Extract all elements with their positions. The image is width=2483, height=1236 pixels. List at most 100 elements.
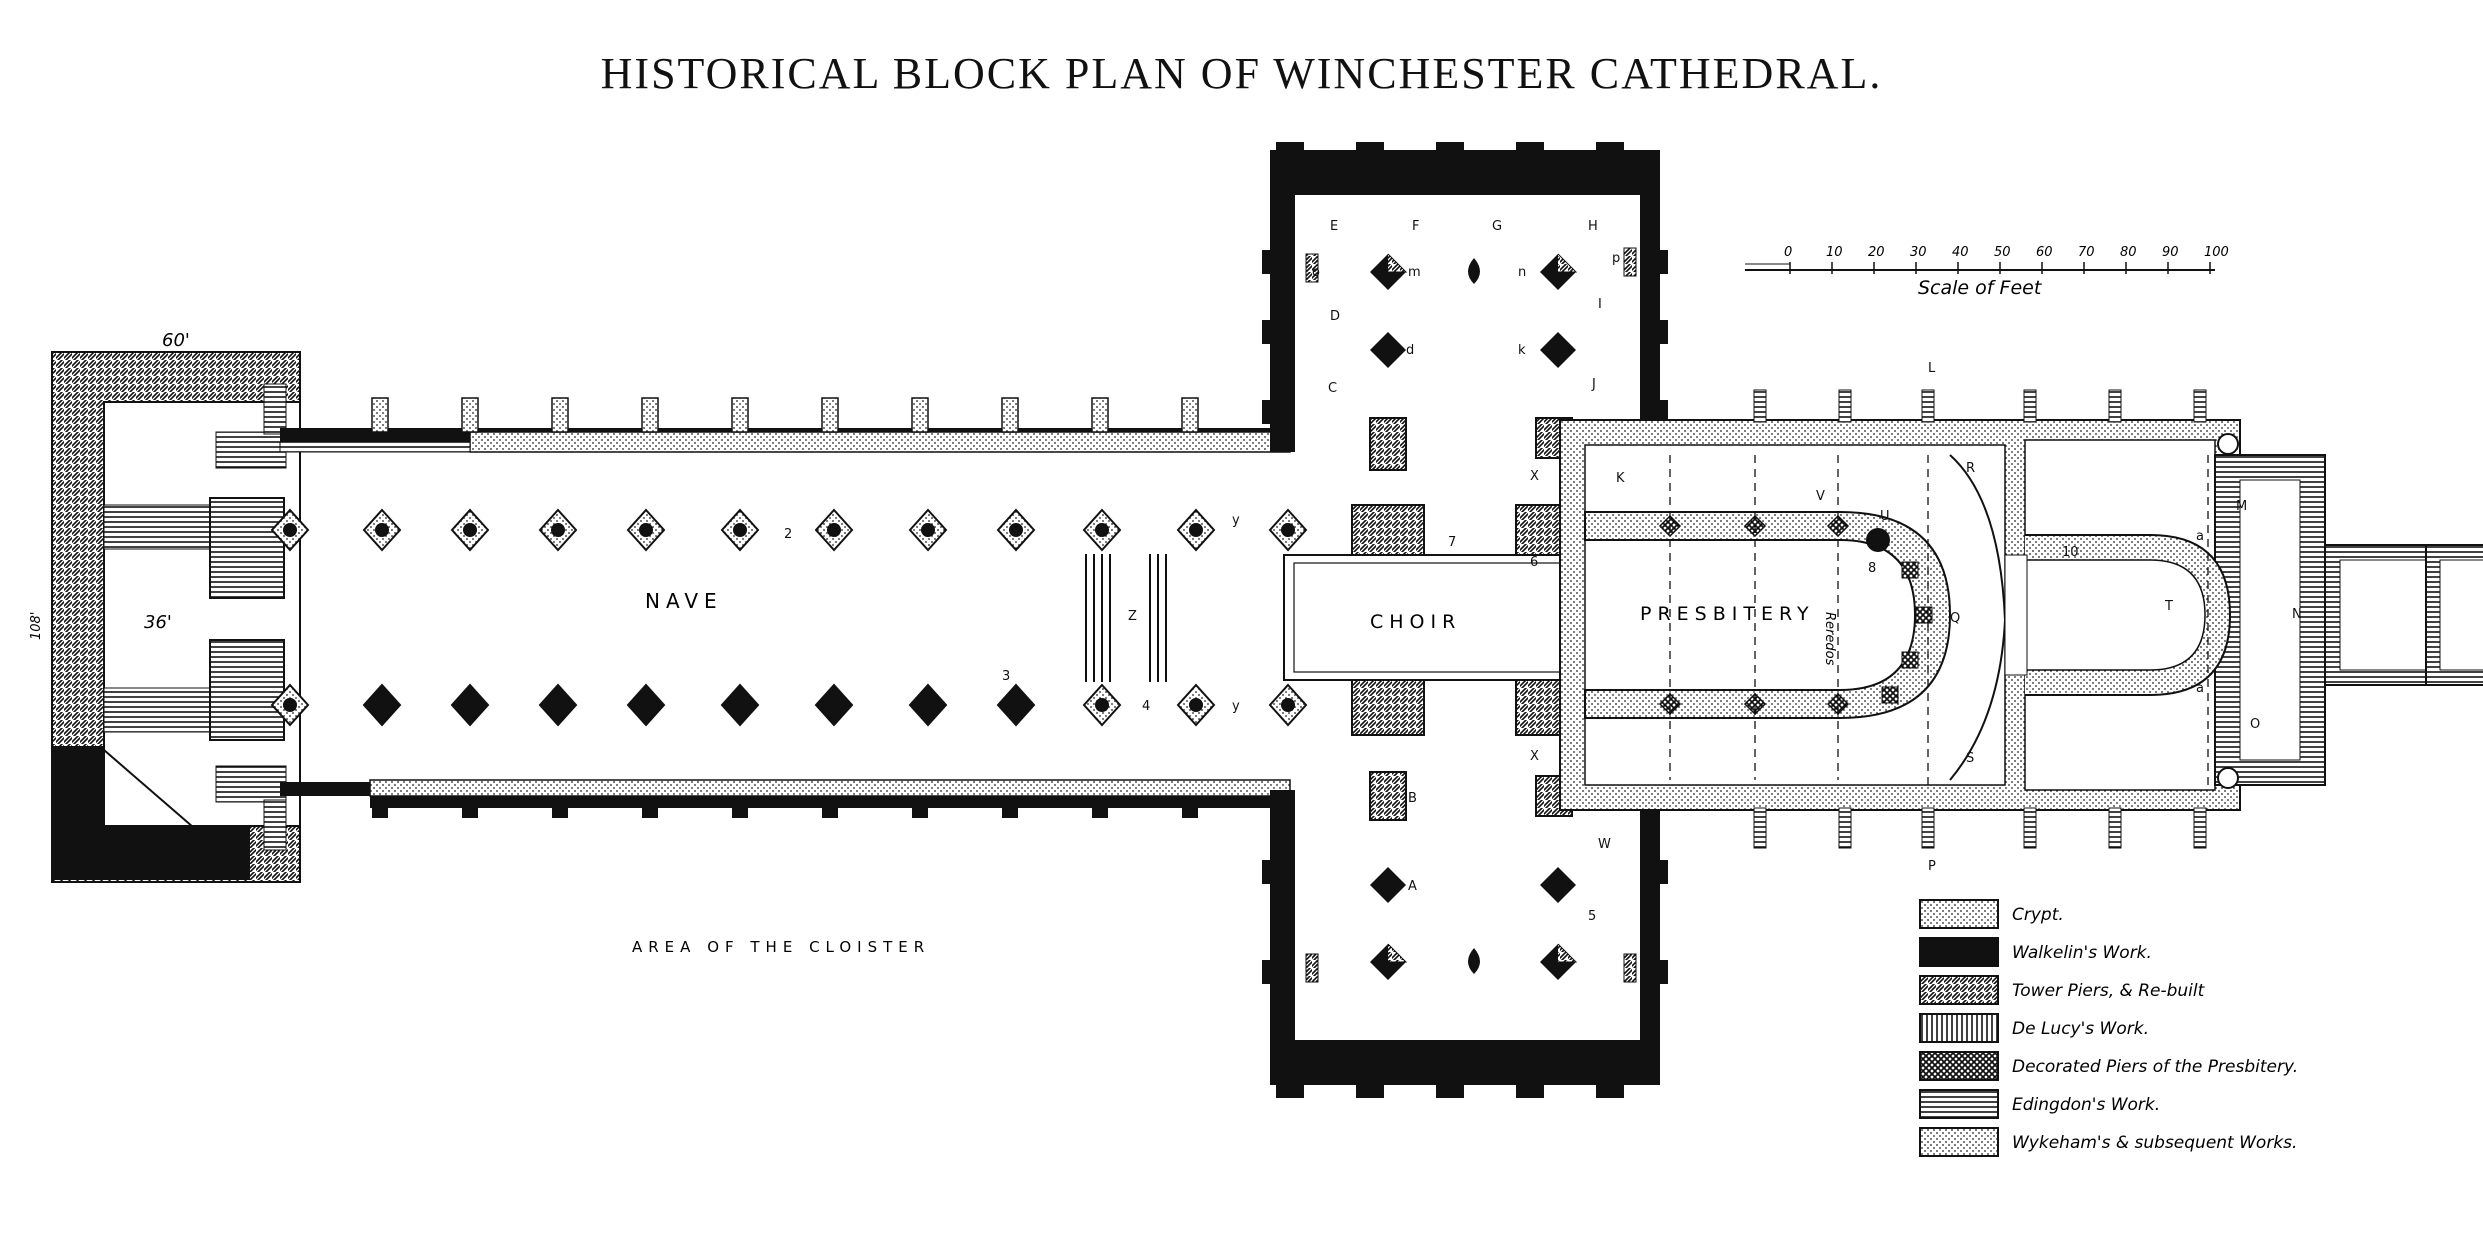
buttress <box>1092 796 1108 818</box>
presbytery-buttress <box>1753 807 1767 849</box>
rebuilt-pier-half <box>1387 943 1408 963</box>
plan-title: HISTORICAL BLOCK PLAN OF WINCHESTER CATH… <box>600 49 1883 98</box>
number-7: 7 <box>1448 535 1456 550</box>
width-60-label: 60' <box>162 330 190 351</box>
legend-label: Walkelin's Work. <box>2012 943 2152 963</box>
number-3: 3 <box>1002 669 1010 684</box>
presbytery-buttress <box>1838 807 1852 849</box>
transept-buttresses <box>1262 142 1668 1098</box>
transept-buttress <box>1262 320 1274 344</box>
letter-n-cap: N <box>2292 607 2302 622</box>
apse-pier <box>1901 561 1919 579</box>
transept-piers <box>1305 247 1637 983</box>
nave-pier <box>538 683 578 727</box>
apse-pier <box>1881 686 1899 704</box>
buttress <box>732 796 748 818</box>
presbytery-buttress <box>1753 389 1767 423</box>
letter-k: K <box>1616 471 1625 486</box>
letter-a-small-n: a <box>2196 529 2204 544</box>
transept-buttress <box>1656 960 1668 984</box>
pier-core <box>827 523 841 537</box>
presbytery-buttress <box>1921 389 1935 423</box>
letter-m: M <box>2236 499 2247 514</box>
letter-t: T <box>2164 599 2173 614</box>
transept-buttress <box>1516 142 1544 160</box>
number-2: 2 <box>784 527 792 542</box>
scale-tick-label: 90 <box>2162 245 2179 260</box>
scale-tick-label: 50 <box>1994 245 2011 260</box>
buttress <box>372 796 388 818</box>
choir-label: CHOIR <box>1370 611 1461 633</box>
pier-core <box>1189 523 1203 537</box>
rebuilt-pier-half <box>1557 253 1578 273</box>
buttress <box>1001 397 1019 433</box>
transept-respond <box>1623 247 1637 277</box>
presbitery-label: PRESBITERY <box>1640 603 1815 625</box>
transept-buttress <box>1596 1080 1624 1098</box>
presbytery-buttress <box>2023 807 2037 849</box>
pier-core <box>1009 523 1023 537</box>
transept-buttress <box>1262 960 1274 984</box>
scale-tick-label: 20 <box>1868 245 1885 260</box>
nave-north-wall <box>279 428 1291 453</box>
nave-south-buttresses <box>372 796 1198 818</box>
letter-a: A <box>1408 879 1417 894</box>
pier-core <box>733 523 747 537</box>
legend-swatch <box>1919 1089 1999 1119</box>
buttress <box>821 397 839 433</box>
transept-buttress <box>1656 860 1668 884</box>
letter-j: J <box>1591 377 1596 392</box>
nave-pier <box>720 683 760 727</box>
cloister-label: AREA OF THE CLOISTER <box>632 938 930 956</box>
legend-label: Edingdon's Work. <box>2012 1095 2160 1115</box>
transept-buttress <box>1656 400 1668 424</box>
letter-c: C <box>1328 381 1337 396</box>
number-8: 8 <box>1868 561 1876 576</box>
legend-label: Crypt. <box>2012 905 2064 925</box>
buttress <box>1002 796 1018 818</box>
lady-chapel-apse <box>2004 534 2232 696</box>
letter-h: H <box>1588 219 1598 234</box>
transept-buttress <box>1436 1080 1464 1098</box>
pier-core <box>283 523 297 537</box>
transept-buttress <box>1276 1080 1304 1098</box>
legend-label: De Lucy's Work. <box>2012 1019 2149 1039</box>
corner-circle-se <box>2217 767 2239 789</box>
buttress <box>1091 397 1109 433</box>
letter-p-small: p <box>1612 251 1620 266</box>
presbytery-buttress <box>1921 807 1935 849</box>
legend-label: Wykeham's & subsequent Works. <box>2012 1133 2297 1153</box>
letter-o-cap: O <box>2250 717 2260 732</box>
buttress <box>911 397 929 433</box>
south-transept <box>1270 790 1660 1085</box>
nave-south-wall <box>280 779 1291 808</box>
transept-pier <box>1540 867 1576 903</box>
nave-north-buttresses <box>371 397 1199 433</box>
west-front <box>51 351 301 883</box>
buttress <box>552 796 568 818</box>
transept-buttress <box>1656 320 1668 344</box>
presbytery-buttress <box>2023 389 2037 423</box>
presbytery-buttress <box>2193 389 2207 423</box>
pier-core <box>921 523 935 537</box>
nave-piers <box>270 508 1308 727</box>
nave-label: NAVE <box>645 589 723 613</box>
buttress <box>1182 796 1198 818</box>
buttress <box>462 796 478 818</box>
scale-tick-label: 100 <box>2204 245 2229 260</box>
legend-swatch <box>1919 937 1999 967</box>
transept-pier <box>1540 332 1576 368</box>
letter-p-cap: P <box>1928 859 1936 874</box>
transept-buttress <box>1356 1080 1384 1098</box>
plan-letters: E F G H D C J I K L R M N T O S P Q U V … <box>784 219 2302 924</box>
presbytery-round-pier <box>1866 528 1890 552</box>
rebuilt-pier-half <box>1387 253 1408 273</box>
rebuilt-pier-half <box>1557 943 1578 963</box>
nave-pier <box>362 683 402 727</box>
transept-buttress <box>1262 860 1274 884</box>
transept-round-pier <box>1468 948 1480 974</box>
nave-pier <box>814 683 854 727</box>
letter-b: B <box>1408 791 1417 806</box>
